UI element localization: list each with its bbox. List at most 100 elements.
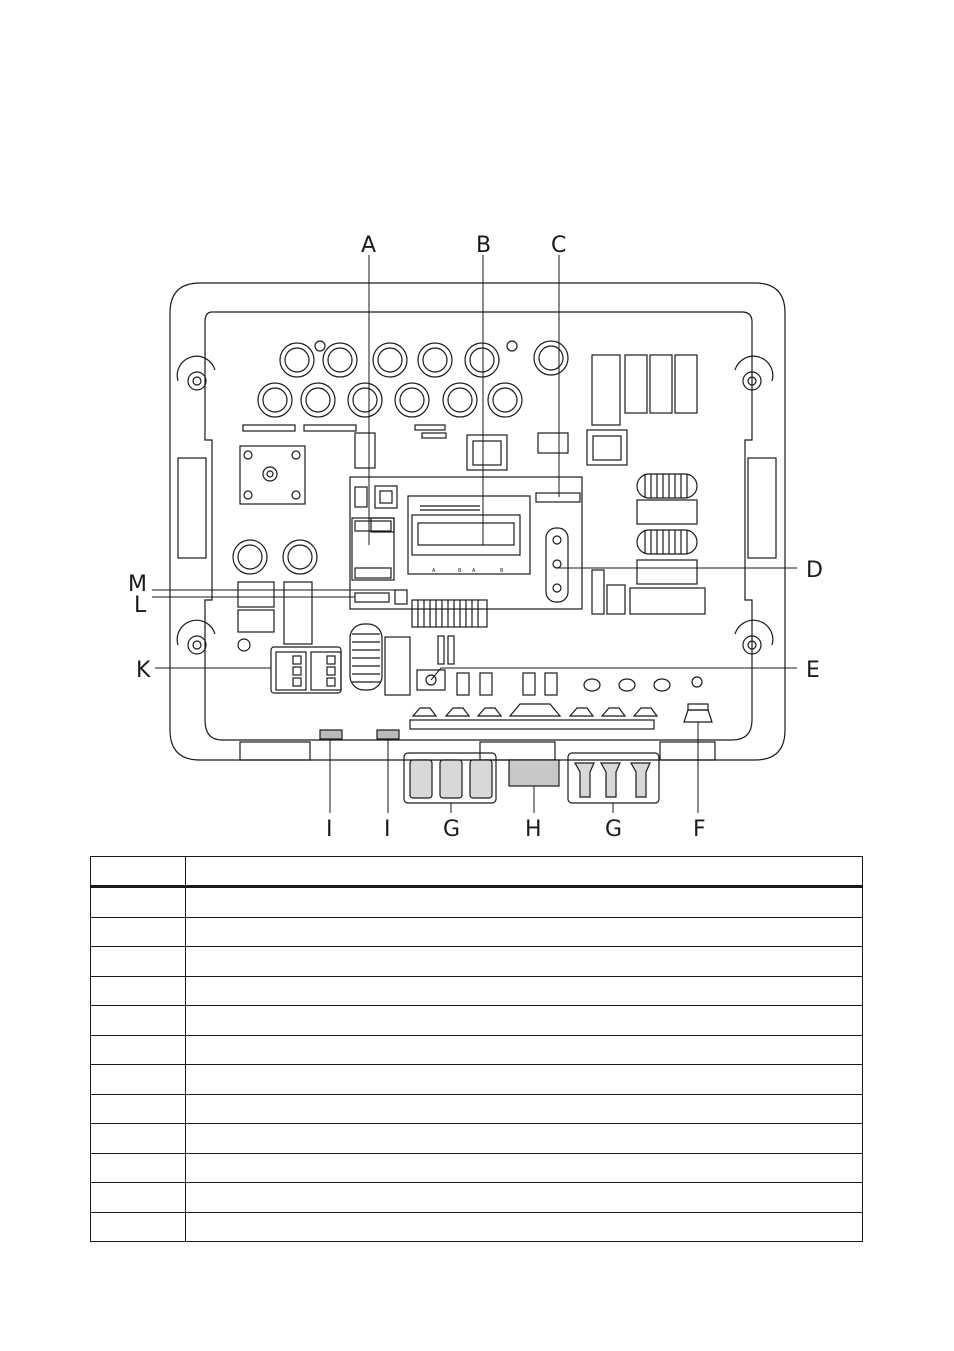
legend-designation-cell [185, 1152, 863, 1183]
callout-f: F [693, 817, 706, 842]
relay [624, 354, 648, 414]
legend-designation-cell [185, 1123, 863, 1154]
table-row [90, 1211, 863, 1242]
legend-designation-cell [185, 1211, 863, 1242]
legend-position-cell [90, 1123, 186, 1154]
callout-a: A [361, 233, 376, 258]
table-row [90, 1064, 863, 1095]
jumper-m [394, 589, 408, 605]
fuse [544, 672, 558, 696]
legend-position-cell [90, 886, 186, 918]
callout-g-right: G [605, 817, 622, 842]
callout-b: B [476, 233, 491, 258]
legend-position-cell [90, 1093, 186, 1124]
callout-e: E [806, 658, 820, 683]
left-recess-top [177, 457, 207, 559]
component [636, 559, 698, 585]
callout-m: M [128, 572, 147, 597]
callout-d: D [806, 558, 823, 583]
legend-position-cell [90, 1152, 186, 1183]
display [407, 495, 531, 575]
pin-header [370, 517, 395, 533]
table-row [90, 1152, 863, 1183]
legend-header-position [90, 856, 186, 888]
callout-i-right: I [384, 817, 391, 842]
legend-header-row [90, 856, 863, 888]
led [618, 678, 636, 692]
fuse [522, 672, 536, 696]
connector-l [354, 592, 390, 603]
relay [591, 354, 621, 426]
communication-board [349, 476, 583, 610]
interface-slot-a [351, 517, 395, 581]
relay [649, 354, 673, 414]
legend-table [90, 856, 863, 1242]
legend-designation-cell [185, 1064, 863, 1095]
component [437, 635, 445, 665]
legend-position-cell [90, 916, 186, 947]
callout-l: L [134, 593, 147, 618]
relay [586, 429, 628, 466]
legend-position-cell [90, 1064, 186, 1095]
strain-tab [319, 729, 343, 740]
legend-header-designation [185, 856, 863, 888]
plug-h [508, 759, 560, 787]
knockout [282, 539, 318, 575]
led [653, 678, 671, 692]
board-connector [411, 599, 488, 628]
component [636, 499, 698, 525]
terminal-block-left [239, 445, 306, 505]
enclosure-diagram: A B A B A B C D E F G H G I I K L M [128, 233, 823, 842]
table-row [90, 1123, 863, 1154]
component [606, 584, 626, 615]
bottom-recess [479, 741, 556, 761]
table-row [90, 1005, 863, 1036]
mounting-hole [176, 355, 216, 391]
legend-designation-cell [185, 916, 863, 947]
legend-position-cell [90, 1182, 186, 1213]
table-row [90, 1093, 863, 1124]
board-mark: A [432, 568, 436, 574]
coil [349, 623, 383, 691]
slot-c-header [535, 492, 581, 503]
callout-g-left: G [443, 817, 460, 842]
callout-i-left: I [326, 817, 333, 842]
knockout-row-bottom [257, 382, 523, 418]
led [583, 678, 601, 692]
table-row [90, 946, 863, 977]
cable-glands-right [567, 752, 660, 804]
pe-connector-f [683, 703, 713, 723]
board-mark: B [500, 568, 504, 574]
component [537, 432, 569, 454]
legend-position-cell [90, 946, 186, 977]
table-row [90, 1034, 863, 1065]
legend-designation-cell [185, 1005, 863, 1036]
rotary-switch-d [545, 527, 569, 603]
table-row [90, 975, 863, 1006]
strip [303, 424, 357, 432]
legend-designation-cell [185, 946, 863, 977]
leader-e [430, 667, 442, 681]
bottom-recess [239, 741, 311, 761]
right-recess-top [747, 457, 777, 559]
coil [636, 473, 698, 499]
legend-designation-cell [185, 1182, 863, 1213]
component [447, 635, 455, 665]
component [384, 636, 411, 696]
legend-position-cell [90, 1034, 186, 1065]
mounting-hole [734, 619, 774, 655]
component [629, 587, 706, 615]
relay [674, 354, 698, 414]
screw [237, 638, 251, 652]
legend-position-cell [90, 975, 186, 1006]
fuse [479, 672, 493, 696]
callout-c: C [551, 233, 566, 258]
bottom-recess [659, 741, 716, 761]
screw [691, 676, 703, 688]
knockout-row-top [279, 340, 569, 378]
coil [636, 529, 698, 555]
callout-k: K [136, 658, 151, 683]
component [237, 609, 275, 633]
mounting-hole [176, 619, 216, 655]
component [354, 486, 368, 508]
